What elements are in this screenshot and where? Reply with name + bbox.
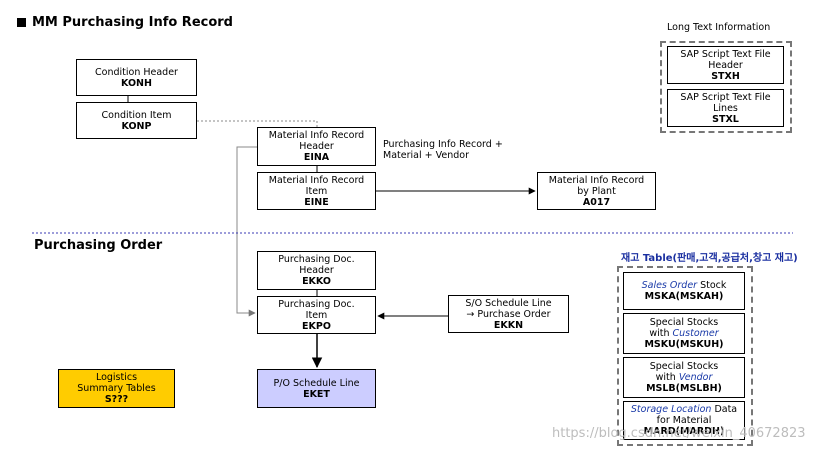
a017-code: A017	[582, 196, 611, 208]
watermark-text: https://blog.csdn.net/weixin_40672823	[552, 426, 806, 441]
ekpo-line1: Purchasing Doc.	[278, 298, 355, 310]
logistics-code: S???	[104, 394, 129, 405]
stxl-line1: SAP Script Text File	[680, 91, 771, 103]
mard-rest: Data	[711, 404, 738, 415]
mslb-box: Special Stocks with Vendor MSLB(MSLBH)	[623, 357, 745, 398]
mska-rest: Stock	[697, 280, 727, 291]
msku-italic: Customer	[672, 328, 719, 339]
mslb-line1: Special Stocks	[649, 361, 719, 372]
eina-line1: Material Info Record	[268, 130, 365, 141]
msku-line1: Special Stocks	[649, 317, 719, 328]
eine-line2: Item	[305, 185, 328, 197]
logistics-line2: Summary Tables	[77, 383, 156, 394]
a017-box: Material Info Record by Plant A017	[537, 172, 656, 210]
ekkn-line2: → Purchase Order	[466, 308, 551, 320]
stxh-line1: SAP Script Text File	[680, 48, 771, 60]
mska-line1: Sales Order Stock	[642, 280, 727, 291]
mslb-prefix: with	[655, 372, 679, 383]
inventory-tables-title: 재고 Table(판매,고객,공급처,창고 재고)	[621, 253, 798, 264]
long-text-title: Long Text Information	[667, 22, 771, 33]
eina-code: EINA	[303, 152, 330, 163]
msku-line2: with Customer	[649, 328, 718, 339]
ekko-line1: Purchasing Doc.	[278, 254, 355, 265]
eket-label: P/O Schedule Line	[273, 377, 360, 389]
logistics-box: Logistics Summary Tables S???	[58, 369, 175, 408]
eina-line2: Header	[299, 141, 334, 152]
mard-line1: Storage Location Data	[631, 404, 737, 415]
stxl-line2: Lines	[713, 102, 738, 114]
ekpo-box: Purchasing Doc. Item EKPO	[257, 296, 376, 334]
ekpo-line2: Item	[305, 309, 328, 321]
mm-section-marker-icon	[17, 18, 26, 27]
ekkn-box: S/O Schedule Line → Purchase Order EKKN	[448, 295, 569, 333]
mska-box: Sales Order Stock MSKA(MSKAH)	[623, 272, 745, 310]
ekko-box: Purchasing Doc. Header EKKO	[257, 251, 376, 290]
ekkn-code: EKKN	[493, 319, 524, 331]
mm-section-title: MM Purchasing Info Record	[32, 15, 233, 30]
konh-code: KONH	[121, 77, 152, 89]
logistics-line1: Logistics	[95, 372, 138, 383]
eine-line1: Material Info Record	[268, 174, 365, 186]
stxh-code: STXH	[711, 70, 740, 82]
mska-code: MSKA(MSKAH)	[644, 291, 724, 302]
konh-box: Condition Header KONH	[76, 59, 197, 96]
stxl-code: STXL	[712, 113, 739, 125]
eket-box: P/O Schedule Line EKET	[257, 369, 376, 408]
ekko-line2: Header	[299, 265, 334, 276]
msku-code: MSKU(MSKUH)	[644, 339, 724, 350]
konp-box: Condition Item KONP	[76, 102, 197, 139]
eine-box: Material Info Record Item EINE	[257, 172, 376, 210]
stxl-box: SAP Script Text File Lines STXL	[667, 89, 784, 127]
info-record-note-line1: Purchasing Info Record +	[383, 139, 503, 150]
mard-italic: Storage Location	[630, 404, 712, 415]
mard-code: MARD(MARDH)	[643, 426, 725, 437]
msku-box: Special Stocks with Customer MSKU(MSKUH)	[623, 313, 745, 354]
stxh-line2: Header	[708, 59, 743, 71]
ekpo-code: EKPO	[302, 320, 331, 332]
ekko-code: EKKO	[302, 276, 331, 287]
a017-line1: Material Info Record	[548, 174, 645, 186]
mard-line2: for Material	[656, 415, 712, 426]
long-text-group	[660, 41, 792, 133]
purchasing-order-section-title: Purchasing Order	[34, 238, 163, 253]
eine-code: EINE	[304, 196, 329, 208]
mslb-italic: Vendor	[678, 372, 713, 383]
eina-box: Material Info Record Header EINA	[257, 127, 376, 166]
msku-prefix: with	[649, 328, 673, 339]
ekkn-line1: S/O Schedule Line	[465, 297, 552, 309]
mslb-code: MSLB(MSLBH)	[646, 383, 722, 394]
eina-ekpo-gray-line	[236, 146, 257, 317]
eket-code: EKET	[303, 388, 330, 400]
mard-box: Storage Location Data for Material MARD(…	[623, 401, 745, 440]
mska-italic: Sales Order	[641, 280, 698, 291]
info-record-note: Purchasing Info Record + Material + Vend…	[383, 139, 503, 161]
konp-label: Condition Item	[101, 109, 172, 121]
a017-line2: by Plant	[577, 185, 616, 197]
konp-eina-dotted-line	[197, 120, 318, 127]
inventory-tables-group	[617, 266, 753, 446]
konp-code: KONP	[121, 120, 152, 132]
mslb-line2: with Vendor	[656, 372, 713, 383]
konh-label: Condition Header	[95, 66, 178, 78]
stxh-box: SAP Script Text File Header STXH	[667, 46, 784, 84]
info-record-note-line2: Material + Vendor	[383, 150, 469, 161]
